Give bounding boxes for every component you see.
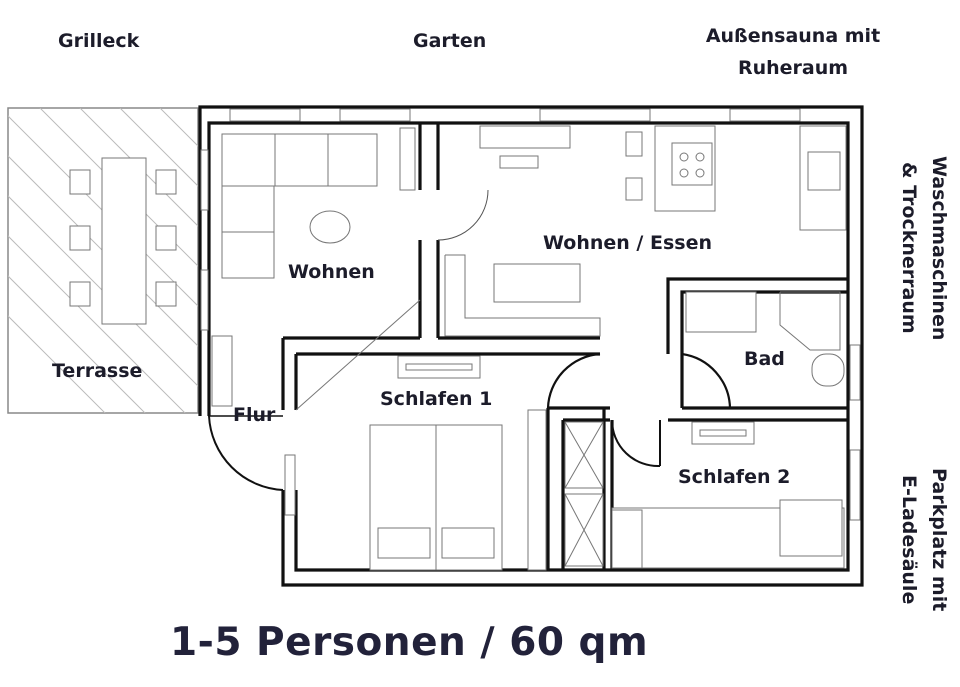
label-grilleck: Grilleck — [58, 30, 140, 52]
label-parking: Parkplatz mit E-Ladesäule — [894, 462, 954, 618]
capacity-area-caption: 1-5 Personen / 60 qm — [170, 620, 649, 665]
label-park-line1: Parkplatz mit — [928, 468, 950, 612]
room-wohnen: Wohnen — [288, 261, 375, 283]
room-schlafen-1: Schlafen 1 — [380, 388, 493, 410]
label-wash-line2: & Trocknerraum — [898, 162, 920, 334]
windows — [200, 108, 861, 521]
label-park-line2: E-Ladesäule — [898, 475, 920, 605]
label-sauna-line1: Außensauna mit — [705, 25, 881, 47]
label-sauna-line2: Ruheraum — [737, 57, 849, 79]
label-wash-room: Waschmaschinen & Trocknerraum — [894, 148, 954, 348]
label-sauna: Außensauna mit Ruheraum — [690, 20, 896, 84]
exterior-walls — [198, 105, 864, 587]
terrace-area — [7, 107, 199, 414]
room-flur: Flur — [233, 404, 276, 426]
room-terrasse: Terrasse — [52, 360, 143, 382]
interior-walls — [281, 123, 848, 570]
label-wash-line1: Waschmaschinen — [928, 155, 950, 341]
label-garten: Garten — [413, 30, 487, 52]
doors — [208, 189, 732, 491]
room-bad: Bad — [744, 348, 785, 370]
furniture — [211, 125, 847, 571]
room-schlafen-2: Schlafen 2 — [678, 466, 791, 488]
room-wohnen-essen: Wohnen / Essen — [543, 232, 712, 254]
